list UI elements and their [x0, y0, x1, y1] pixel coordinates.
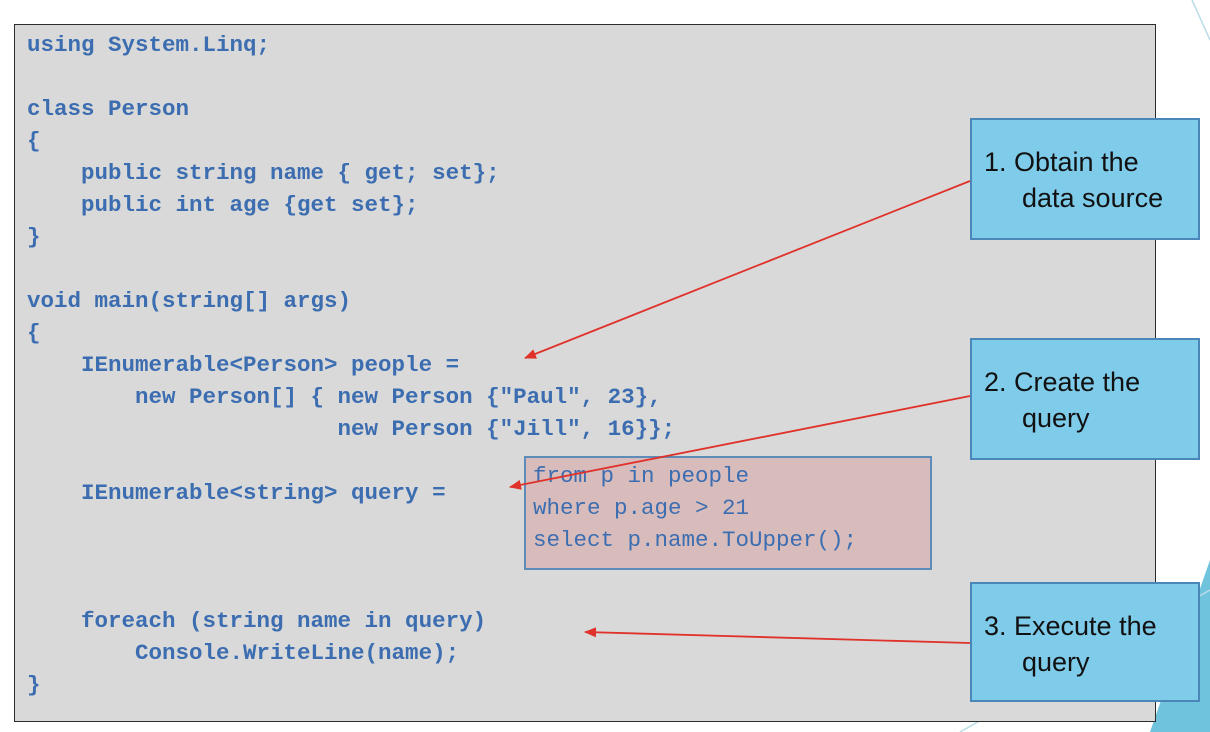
code-line-10: {: [27, 320, 41, 346]
code-line-15: IEnumerable<string> query =: [27, 480, 446, 506]
code-line-21: }: [27, 672, 41, 698]
code-line-9: void main(string[] args): [27, 288, 352, 314]
code-line-1: using System.Linq;: [27, 32, 271, 58]
query-line-select: select p.name.ToUpper();: [533, 527, 858, 553]
query-line-from: from p in people: [533, 463, 750, 489]
callout-1-line-2: data source: [1022, 183, 1164, 213]
code-line-3: class Person: [27, 96, 190, 122]
callout-1-line-1: 1. Obtain the: [984, 147, 1139, 177]
code-line-13: new Person {"Jill", 16}};: [27, 416, 676, 442]
code-line-12: new Person[] { new Person {"Paul", 23},: [27, 384, 662, 410]
code-line-4: {: [27, 128, 41, 154]
code-line-6: public int age {get set};: [27, 192, 419, 218]
code-line-7: }: [27, 224, 41, 250]
callout-2-line-2: query: [1022, 403, 1090, 433]
callout-3-line-2: query: [1022, 647, 1090, 677]
callout-3-line-1: 3. Execute the: [984, 611, 1157, 641]
callout-execute-query: 3. Execute the query: [970, 582, 1200, 702]
code-panel: using System.Linq; class Person { public…: [14, 24, 1156, 722]
query-expression-box: from p in people where p.age > 21 select…: [524, 456, 932, 570]
callout-create-query: 2. Create the query: [970, 338, 1200, 460]
code-line-19: foreach (string name in query): [27, 608, 487, 634]
code-line-5: public string name { get; set};: [27, 160, 500, 186]
code-line-20: Console.WriteLine(name);: [27, 640, 460, 666]
callout-2-line-1: 2. Create the: [984, 367, 1141, 397]
query-line-where: where p.age > 21: [533, 495, 750, 521]
code-line-11: IEnumerable<Person> people =: [27, 352, 460, 378]
callout-obtain-data-source: 1. Obtain the data source: [970, 118, 1200, 240]
deco-line-top: [1191, 0, 1210, 41]
